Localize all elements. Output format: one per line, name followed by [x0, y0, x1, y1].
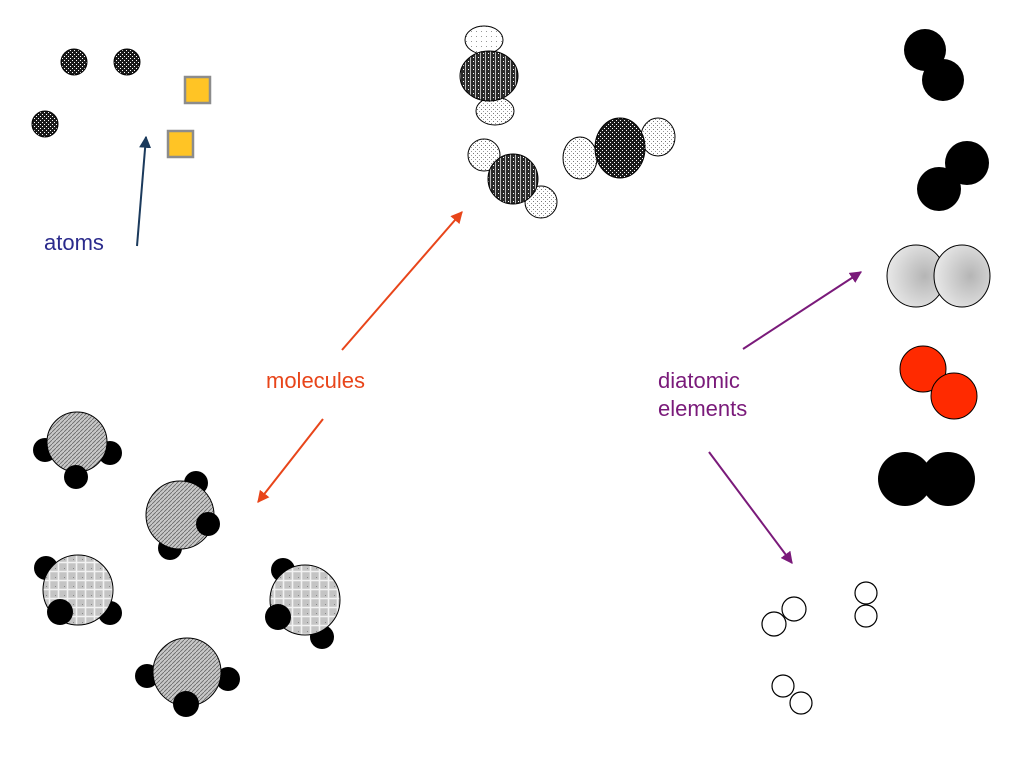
- diatomic-arrow-down: [708, 451, 793, 564]
- atom-icon: [60, 48, 88, 76]
- diatomic-elements-label: diatomic elements: [658, 367, 747, 423]
- molecule-icon: [145, 471, 220, 560]
- molecule-icon: [33, 411, 122, 489]
- diatomic-group: [761, 29, 991, 715]
- diatomic-molecule-icon: [886, 244, 991, 308]
- atom-square-icon: [183, 75, 212, 105]
- atom-square-icon: [166, 129, 195, 159]
- atom-icon: [113, 48, 141, 76]
- diatomic-molecule-icon: [854, 581, 878, 628]
- diatomic-arrow-up: [742, 271, 863, 350]
- diatomic-label-line2: elements: [658, 396, 748, 421]
- molecule-icon: [135, 637, 240, 717]
- molecules-arrow-down: [257, 418, 324, 503]
- diatomic-molecule-icon: [899, 345, 978, 420]
- molecules-arrow-up: [341, 211, 463, 351]
- molecule-icon: [459, 25, 519, 126]
- diatomic-molecule-icon: [771, 674, 813, 715]
- diatomic-molecule-icon: [761, 596, 807, 637]
- atoms-label: atoms: [44, 230, 104, 255]
- diatomic-molecule-icon: [904, 29, 964, 101]
- molecules-bottom-group: [33, 411, 341, 717]
- atoms-arrow: [136, 135, 152, 247]
- atom-icon: [31, 110, 59, 138]
- molecules-label: molecules: [266, 368, 366, 393]
- molecule-icon: [467, 138, 558, 219]
- diatomic-label-line1: diatomic: [658, 368, 740, 393]
- atoms-group: [31, 48, 212, 159]
- diatomic-molecule-icon: [878, 452, 975, 506]
- molecule-icon: [34, 554, 122, 626]
- diatomic-molecule-icon: [917, 141, 989, 211]
- molecule-icon: [265, 558, 341, 649]
- molecule-icon: [562, 117, 676, 180]
- molecules-top-group: [459, 25, 676, 219]
